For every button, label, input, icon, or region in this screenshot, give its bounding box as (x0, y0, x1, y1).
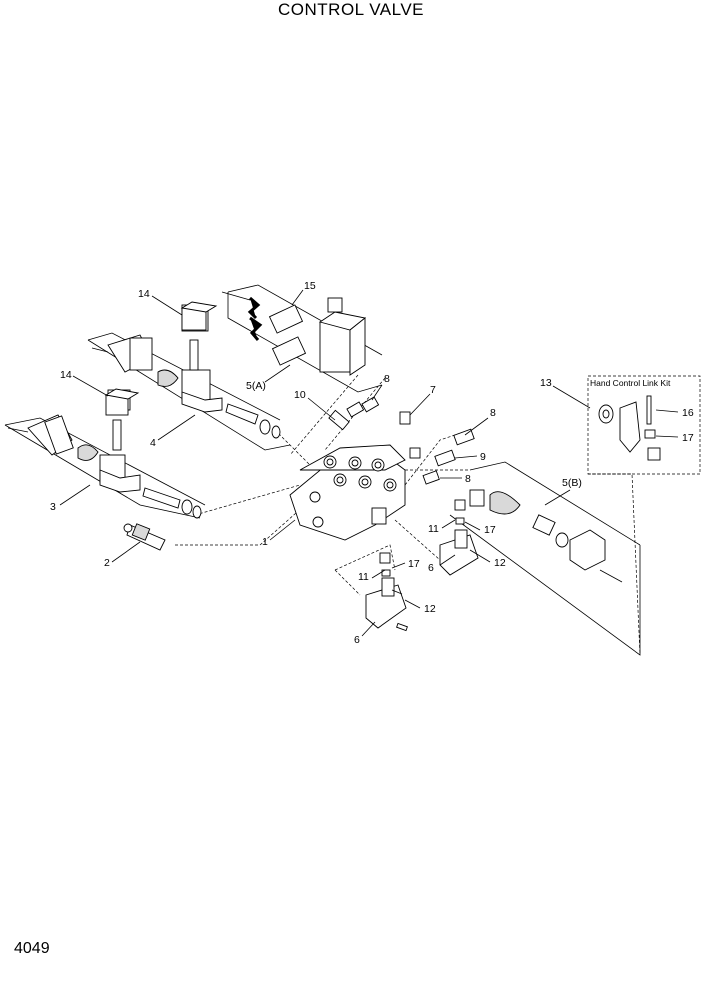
solenoid-assembly-part-5a (221, 291, 367, 376)
callout-14-upper: 14 (138, 288, 150, 300)
assembly-frame-lines (4, 284, 701, 656)
callout-14-lower: 14 (60, 369, 72, 381)
callout-6-right: 6 (428, 562, 434, 574)
callout-10: 10 (294, 389, 306, 401)
kit-label: Hand Control Link Kit (590, 378, 671, 388)
coil-part-14-lower (104, 388, 140, 416)
callout-12-right: 12 (494, 557, 506, 569)
handle-bracket-part-6-left (365, 552, 408, 632)
callout-leaders (59, 289, 679, 637)
callout-2: 2 (104, 557, 110, 569)
fitting-part-2 (123, 523, 166, 551)
callout-1: 1 (262, 536, 268, 548)
callout-17-kit: 17 (682, 432, 694, 444)
callout-9: 9 (480, 451, 486, 463)
callout-3: 3 (50, 501, 56, 513)
callout-8-top: 8 (384, 373, 390, 385)
page-title: CONTROL VALVE (278, 0, 424, 19)
spool-assembly-part-3 (7, 389, 202, 519)
callout-16: 16 (682, 407, 694, 419)
callout-11-left: 11 (358, 571, 369, 583)
callout-15: 15 (304, 280, 316, 292)
fittings-parts-7-10 (328, 396, 475, 485)
callout-4: 4 (150, 437, 156, 449)
coil-part-14-upper (180, 301, 218, 331)
callout-12-left: 12 (424, 603, 436, 615)
handle-bracket-part-6-right (439, 499, 479, 576)
callout-13: 13 (540, 377, 552, 389)
control-valve-body (289, 444, 406, 541)
callout-8-low: 8 (465, 473, 471, 485)
spool-assembly-part-5b (469, 489, 623, 583)
callout-5b: 5(B) (562, 477, 582, 489)
callout-11-right: 11 (428, 523, 439, 535)
page-number: 4049 (14, 940, 50, 957)
hand-control-link-kit (598, 395, 661, 461)
callout-8-mid: 8 (490, 407, 496, 419)
callout-17-right: 17 (484, 524, 496, 536)
callout-6-left: 6 (354, 634, 360, 646)
spool-assembly-part-4 (91, 304, 281, 439)
callout-5a: 5(A) (246, 380, 266, 392)
callout-17-left: 17 (408, 558, 420, 570)
callout-7: 7 (430, 384, 436, 396)
